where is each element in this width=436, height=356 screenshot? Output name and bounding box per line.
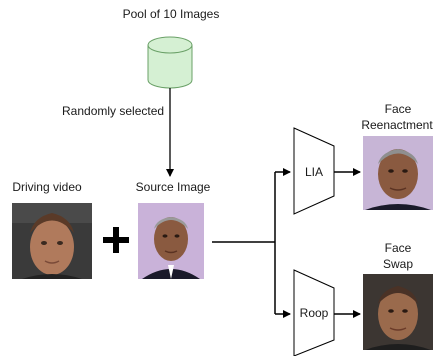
face-swap-label-line2: Swap (382, 257, 414, 271)
lia-model-block (293, 127, 335, 215)
image-pool-cylinder (147, 36, 193, 89)
roop-model-block (293, 269, 335, 356)
plus-icon (103, 227, 129, 253)
branch-connector (212, 168, 291, 318)
driving-video-label: Driving video (12, 180, 82, 194)
face-reenactment-label-line2: Reenactment (361, 118, 433, 132)
source-image-label: Source Image (135, 180, 211, 194)
lia-model-label: LIA (304, 165, 323, 179)
pool-label: Pool of 10 Images (122, 7, 220, 21)
roop-model-label: Roop (299, 306, 329, 320)
driving-video-thumbnail (12, 203, 92, 279)
face-reenactment-label-line1: Face (384, 102, 412, 116)
source-image-thumbnail (138, 203, 204, 279)
face-swap-output-thumbnail (363, 274, 433, 350)
face-reenactment-output-thumbnail (363, 136, 433, 210)
randomly-selected-label: Randomly selected (62, 104, 165, 118)
face-swap-label-line1: Face (384, 241, 412, 255)
